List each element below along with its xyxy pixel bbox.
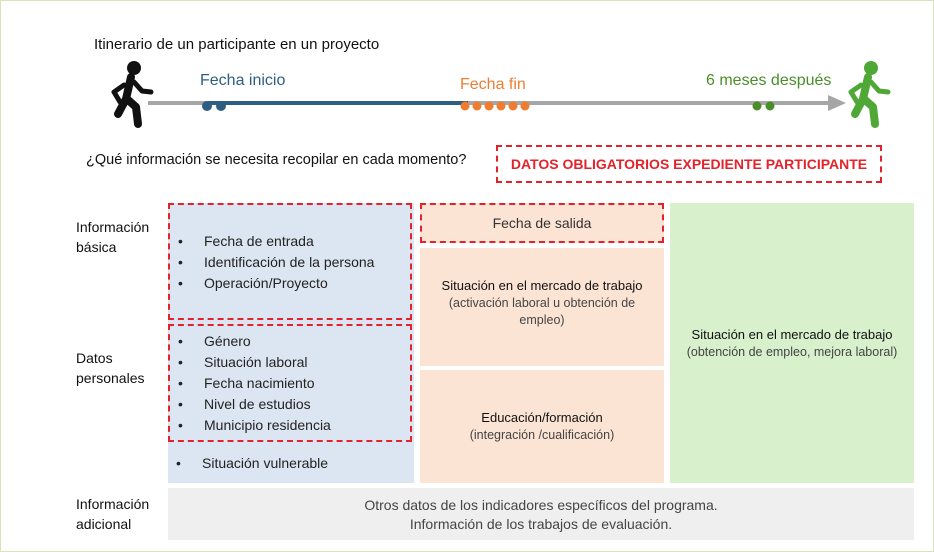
mandatory-data-legend: DATOS OBLIGATORIOS EXPEDIENTE PARTICIPAN… bbox=[496, 145, 882, 183]
row-label-basic: Información básica bbox=[76, 219, 150, 255]
end-dots bbox=[460, 101, 530, 111]
list-item: Situación laboral bbox=[170, 352, 410, 373]
additional-info-box: Otros datos de los indicadores específic… bbox=[168, 488, 914, 540]
row-label-personal: Datos personales bbox=[76, 350, 145, 386]
exit-labour-box: Situación en el mercado de trabajo (acti… bbox=[420, 248, 664, 366]
timeline-after-label: 6 meses después bbox=[706, 72, 832, 89]
list-item: Nivel de estudios bbox=[170, 394, 410, 415]
exit-date-label: Fecha de salida bbox=[492, 215, 592, 231]
question-text: ¿Qué información se necesita recopilar e… bbox=[86, 152, 467, 168]
walking-person-start-icon bbox=[111, 61, 154, 128]
personal-data-box: Género Situación laboral Fecha nacimient… bbox=[168, 324, 412, 442]
personal-data-list: Género Situación laboral Fecha nacimient… bbox=[170, 331, 410, 436]
list-item: Operación/Proyecto bbox=[170, 273, 410, 294]
exit-labour-sub: (activación laboral u obtención de emple… bbox=[448, 296, 636, 327]
list-item: Situación vulnerable bbox=[168, 453, 412, 474]
list-item: Fecha de entrada bbox=[170, 231, 410, 252]
timeline bbox=[111, 61, 891, 128]
after-dots bbox=[752, 101, 775, 111]
mandatory-data-legend-label: DATOS OBLIGATORIOS EXPEDIENTE PARTICIPAN… bbox=[510, 156, 868, 172]
timeline-end-label: Fecha fin bbox=[460, 76, 526, 93]
exit-education-title: Educación/formación bbox=[481, 410, 603, 425]
row-label-additional: Información adicional bbox=[76, 496, 150, 532]
timeline-start-label: Fecha inicio bbox=[200, 72, 286, 89]
after-labour-sub: (obtención de empleo, mejora laboral) bbox=[686, 345, 898, 359]
exit-education-sub: (integración /cualificación) bbox=[469, 428, 615, 442]
after-labour-title: Situación en el mercado de trabajo bbox=[691, 327, 893, 342]
list-item: Fecha nacimiento bbox=[170, 373, 410, 394]
exit-education-box: Educación/formación (integración /cualif… bbox=[420, 370, 664, 483]
after-labour-box: Situación en el mercado de trabajo (obte… bbox=[670, 203, 914, 483]
list-item: Género bbox=[170, 331, 410, 352]
basic-info-list: Fecha de entrada Identificación de la pe… bbox=[170, 231, 410, 294]
list-item: Identificación de la persona bbox=[170, 252, 410, 273]
start-dots bbox=[202, 101, 226, 111]
additional-info-line-2: Información de los trabajos de evaluació… bbox=[409, 516, 673, 532]
timeline-line bbox=[148, 95, 846, 111]
vulnerable-box: Situación vulnerable bbox=[168, 453, 412, 474]
exit-date-box: Fecha de salida bbox=[420, 203, 664, 243]
additional-info-line-1: Otros datos de los indicadores específic… bbox=[364, 497, 718, 513]
vulnerable-list: Situación vulnerable bbox=[168, 453, 412, 474]
exit-labour-title: Situación en el mercado de trabajo bbox=[441, 278, 643, 293]
basic-info-box: Fecha de entrada Identificación de la pe… bbox=[168, 203, 412, 320]
walking-person-end-icon bbox=[848, 61, 891, 128]
diagram-title: Itinerario de un participante en un proy… bbox=[94, 36, 380, 53]
list-item: Municipio residencia bbox=[170, 415, 410, 436]
